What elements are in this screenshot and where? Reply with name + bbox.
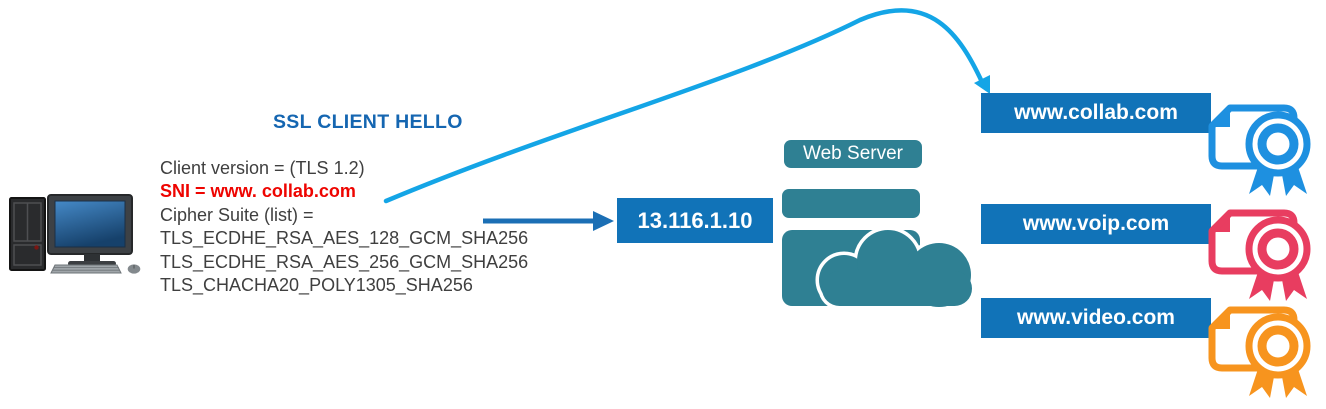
- desktop-computer-icon: [9, 194, 141, 274]
- certificate-icon: [1208, 104, 1311, 196]
- client-version-text: Client version = (TLS 1.2): [160, 158, 365, 178]
- cipher-suite-header: Cipher Suite (list) =: [160, 204, 314, 225]
- client-hello-details: Client version = (TLS 1.2) SNI = www. co…: [160, 157, 528, 297]
- site-box-collab: www.collab.com: [981, 93, 1211, 133]
- cloud-icon: [819, 230, 972, 307]
- sni-arrowhead-icon: [974, 75, 990, 94]
- cipher-suite-item: TLS_ECDHE_RSA_AES_128_GCM_SHA256: [160, 228, 529, 249]
- client-hello-arrowhead-icon: [593, 211, 614, 231]
- certificate-icon: [1208, 306, 1311, 398]
- diagram-title: SSL CLIENT HELLO: [273, 111, 463, 133]
- sni-text: SNI = www. collab.com: [160, 181, 356, 202]
- site-box-voip: www.voip.com: [981, 204, 1211, 244]
- server-ip-box: 13.116.1.10: [617, 198, 773, 243]
- certificate-icon: [1208, 209, 1311, 301]
- server-stack-cloud-icon: [782, 226, 976, 311]
- cipher-suite-item: TLS_ECDHE_RSA_AES_256_GCM_SHA256: [160, 251, 529, 272]
- server-rack-box: [782, 189, 920, 218]
- cipher-suite-item: TLS_CHACHA20_POLY1305_SHA256: [160, 275, 473, 296]
- web-server-label-box: Web Server: [784, 140, 922, 168]
- site-box-video: www.video.com: [981, 298, 1211, 338]
